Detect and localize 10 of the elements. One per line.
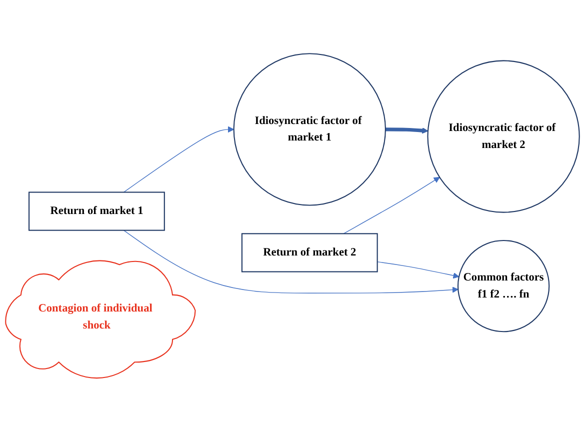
arrow [343, 177, 440, 234]
arrow [376, 262, 460, 279]
node-box: Return of market 1 [28, 192, 165, 231]
node-circle: Idiosyncratic factor of market 2 [427, 60, 580, 213]
node-circle: Common factors f1 f2 …. fn [457, 240, 550, 332]
node-box: Return of market 2 [241, 233, 378, 272]
node-circle: Idiosyncratic factor of market 1 [233, 53, 386, 206]
arrow [123, 126, 234, 193]
arrow [123, 230, 458, 294]
arrow [385, 128, 428, 134]
